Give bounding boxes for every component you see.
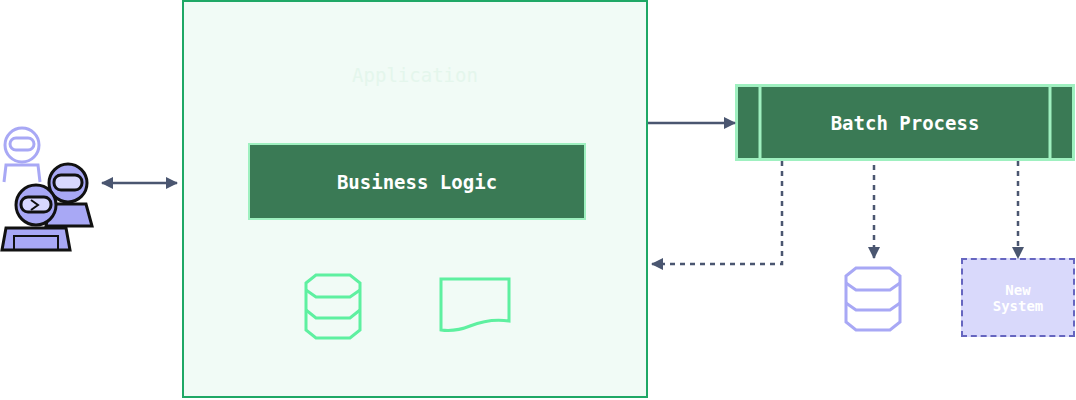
database-icon	[846, 268, 900, 330]
external-system: New System	[961, 258, 1075, 337]
connector-arrow	[652, 161, 782, 264]
connector-arrow	[1017, 161, 1020, 258]
node-label: Batch Process	[831, 112, 980, 134]
node-label: Application	[352, 64, 478, 86]
node-label: New System	[985, 282, 1051, 314]
process-box: Business Logic	[248, 143, 586, 220]
node-label: Business Logic	[337, 171, 497, 193]
predefined-process: Batch Process	[735, 84, 1075, 161]
users-icon	[2, 128, 92, 250]
user-arrow	[102, 183, 177, 184]
connector-arrow	[648, 122, 735, 125]
store-arrow	[874, 165, 875, 258]
application-boundary: ApplicationBusiness Logic	[182, 0, 648, 398]
